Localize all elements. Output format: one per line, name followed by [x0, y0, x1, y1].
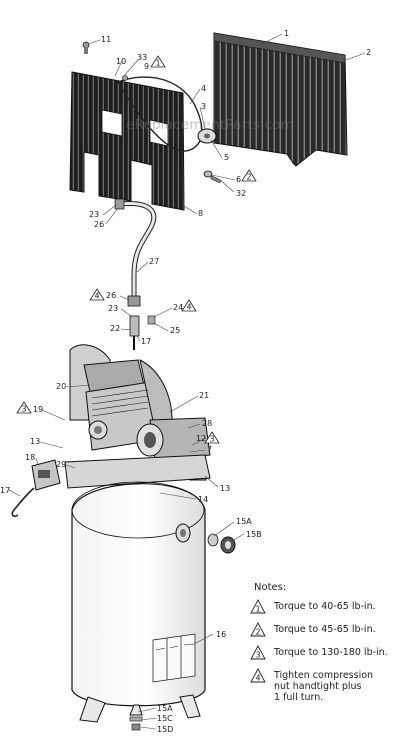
note-item: 1 Torque to 40-65 lb-in.: [250, 599, 400, 622]
screw-11: [82, 41, 90, 54]
fitting-6-32: [203, 170, 222, 184]
callout-15B: 15B: [246, 530, 262, 539]
callout-23-mid: 23: [108, 304, 118, 313]
note-triangle-icon: 2: [250, 622, 266, 637]
callout-27: 27: [149, 257, 159, 266]
discharge-tube: [114, 198, 157, 300]
note-marker-2: 2: [246, 173, 251, 182]
air-tank: [71, 481, 206, 707]
hardware-9-33: [122, 75, 128, 81]
callout-21: 21: [199, 391, 209, 400]
note-triangle-number: 2: [255, 628, 260, 637]
callout-22: 22: [110, 324, 120, 333]
note-text: Torque to 130-180 lb-in.: [274, 647, 388, 658]
callout-32: 32: [236, 189, 246, 198]
notes-title: Notes:: [254, 582, 287, 593]
note-triangle-number: 1: [255, 605, 260, 614]
pressure-switch: [31, 459, 61, 491]
callout-12: 12: [196, 434, 206, 443]
note-marker-4b: 4: [186, 303, 191, 312]
callout-29: 29: [56, 460, 66, 469]
note-item: 4 Tighten compression nut handtight plus…: [250, 668, 400, 710]
callout-20: 20: [56, 382, 66, 391]
note-triangle-icon: 1: [250, 599, 266, 614]
callout-6: 6: [236, 175, 241, 184]
leader-lines: [8, 33, 366, 730]
pump-assembly: [69, 344, 211, 481]
callout-1: 1: [284, 29, 289, 38]
callout-15A-drain: 15A: [157, 704, 173, 713]
callout-15A-gauge: 15A: [236, 517, 252, 526]
callout-11: 11: [101, 35, 111, 44]
callout-14: 14: [198, 495, 208, 504]
note-marker-3b: 3: [209, 435, 214, 444]
drain-valve: [129, 716, 143, 731]
callout-5: 5: [224, 153, 229, 162]
callout-16: 16: [216, 630, 226, 639]
notes-panel: Notes: 1 Torque to 40-65 lb-in. 2 Torque…: [250, 582, 400, 710]
callout-18: 18: [25, 453, 35, 462]
belt-guard-back-panel: [213, 32, 348, 167]
note-marker-3a: 3: [21, 405, 26, 414]
callout-4: 4: [201, 84, 206, 93]
note-text: Torque to 45-65 lb-in.: [274, 624, 376, 635]
callout-9: 9: [144, 62, 149, 71]
note-triangle-icon: 4: [250, 668, 266, 683]
note-marker-4a: 4: [94, 292, 99, 301]
motor-pulley: [197, 128, 217, 144]
callout-8: 8: [198, 209, 203, 218]
callout-7: 7: [207, 445, 212, 454]
callout-23-top: 23: [89, 210, 99, 219]
callout-15D: 15D: [157, 725, 173, 734]
note-text: Tighten compression nut handtight plus 1…: [274, 670, 374, 703]
callout-25: 25: [170, 326, 180, 335]
note-triangle-number: 3: [255, 651, 260, 660]
watermark-text: eReplacementParts.com: [126, 117, 295, 133]
callout-15C: 15C: [157, 714, 173, 723]
pressure-gauge: [207, 533, 236, 554]
belt-guard-front-panel: [69, 71, 185, 211]
callout-17-bottom: 17: [0, 486, 10, 495]
tank-legs: [79, 694, 201, 723]
callout-26-mid: 26: [106, 291, 116, 300]
callout-19: 19: [33, 405, 43, 414]
note-triangle-icon: 3: [250, 645, 266, 660]
callout-24: 24: [173, 303, 183, 312]
callout-13-top: 13: [30, 437, 40, 446]
note-item: 2 Torque to 45-65 lb-in.: [250, 622, 400, 645]
note-text: Torque to 40-65 lb-in.: [274, 601, 376, 612]
note-triangle-number: 4: [255, 674, 260, 683]
callout-3: 3: [201, 102, 206, 111]
callout-2: 2: [366, 48, 371, 57]
callout-26-top: 26: [94, 220, 104, 229]
callout-17-top: 17: [141, 337, 151, 346]
callout-33: 33: [137, 53, 147, 62]
drawing-note-markers: [16, 55, 257, 444]
callout-13-bottom: 13: [220, 484, 230, 493]
note-item: 3 Torque to 130-180 lb-in.: [250, 645, 400, 668]
callout-28: 28: [202, 419, 212, 428]
callout-10: 10: [116, 57, 126, 66]
note-marker-1: 1: [155, 59, 160, 68]
power-cord: [11, 487, 35, 517]
fittings-cluster: [127, 295, 156, 350]
